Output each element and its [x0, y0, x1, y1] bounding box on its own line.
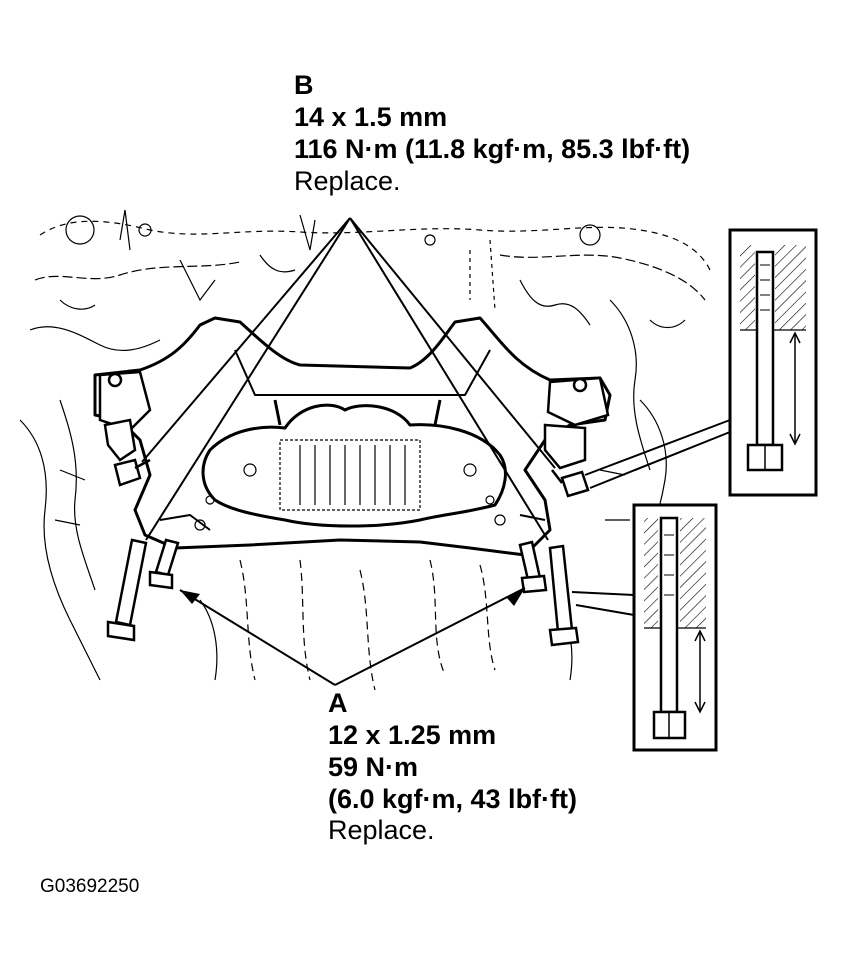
detail-box-b: [728, 228, 818, 497]
callout-b-letter: B: [294, 70, 314, 100]
leader-lines-a: [179, 587, 526, 686]
callout-a-torque: 59 N·m: [328, 751, 419, 782]
left-mount: [98, 370, 152, 462]
bolt-a-left-long: [106, 538, 148, 642]
callout-b-size: 14 x 1.5 mm: [294, 101, 448, 132]
callout-a-note: Replace.: [328, 815, 435, 846]
callout-b-torque: 116 N·m (11.8 kgf·m, 85.3 lbf·ft): [294, 133, 691, 164]
callout-a-torque-alt: (6.0 kgf·m, 43 lbf·ft): [328, 783, 578, 814]
callout-a: A 12 x 1.25 mm 59 N·m (6.0 kgf·m, 43 lbf…: [328, 688, 577, 847]
detail-box-a: [632, 503, 718, 752]
bolt-a-left-short: [148, 538, 180, 590]
arrow-a-right: [507, 588, 525, 606]
bolt-a-right-long: [548, 544, 580, 647]
bolt-b-right: [551, 469, 590, 498]
callout-a-size: 12 x 1.25 mm: [328, 719, 497, 750]
callout-b: B 14 x 1.5 mm 116 N·m (11.8 kgf·m, 85.3 …: [294, 70, 690, 197]
figure-code: G03692250: [40, 876, 140, 897]
callout-a-letter: A: [328, 688, 348, 718]
housing-detail: [194, 439, 506, 531]
arrow-a-left: [180, 590, 200, 604]
bolt-b-left: [113, 458, 151, 487]
right-mount: [543, 376, 610, 470]
subframe: [93, 316, 612, 557]
callout-b-note: Replace.: [294, 165, 401, 196]
bolt-a-right-short: [518, 540, 548, 594]
leader-lines-b: [141, 217, 556, 541]
